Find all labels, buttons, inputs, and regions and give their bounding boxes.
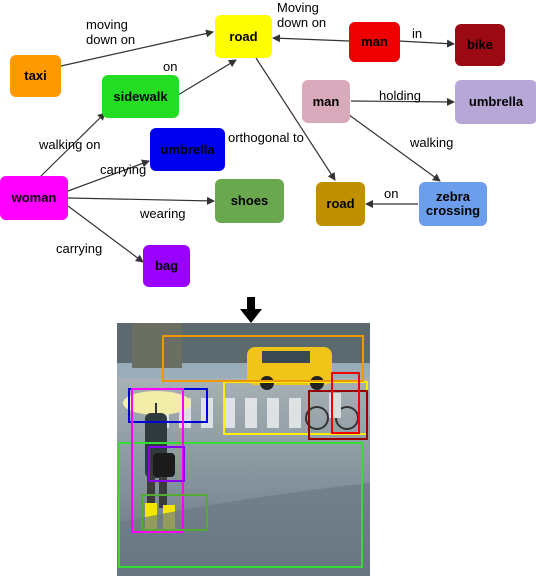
- edge-label-walking-on: walking on: [39, 137, 101, 152]
- edge-woman-sidewalk: [39, 112, 106, 178]
- edge-sidewalk-road: [177, 59, 237, 96]
- scene-graph: road man bike taxi sidewalk man umbrella…: [0, 0, 536, 287]
- edge-label-on-zebra: on: [384, 186, 399, 201]
- node-road-top: road: [215, 15, 272, 58]
- edge-road-road: [255, 57, 336, 181]
- node-bike: bike: [455, 24, 505, 66]
- box-man: [331, 372, 360, 434]
- box-bike: [308, 390, 368, 440]
- edge-label-holding: holding: [379, 88, 421, 103]
- street-photo-scene: [117, 323, 370, 576]
- edge-man-umbrella: [350, 97, 455, 106]
- edge-label-wearing: wearing: [140, 206, 186, 221]
- box-shoes: [141, 494, 208, 531]
- edge-label-walking: walking: [410, 135, 454, 150]
- node-man-right: man: [302, 80, 350, 123]
- node-bag: bag: [143, 245, 190, 287]
- box-bag: [148, 446, 185, 482]
- edge-man-road: [272, 34, 350, 43]
- node-zebra-crossing: zebra crossing: [419, 182, 487, 226]
- edge-label-on-sidewalk: on: [163, 59, 178, 74]
- edge-woman-umbrella: [67, 159, 150, 192]
- box-sidewalk: [118, 442, 363, 568]
- down-arrow-icon: [240, 297, 262, 323]
- edge-label-carrying-umbrella: carrying: [100, 162, 147, 177]
- edge-taxi-road: [60, 29, 214, 67]
- edge-label-moving-down-on-cap: Moving down on: [277, 0, 327, 30]
- node-umbrella-right: umbrella: [455, 80, 536, 124]
- node-sidewalk: sidewalk: [102, 75, 179, 118]
- edge-label-in: in: [412, 26, 423, 41]
- edge-woman-shoes: [67, 196, 215, 205]
- edge-label-orthogonal-to: orthogonal to: [228, 130, 304, 145]
- box-taxi: [162, 335, 364, 382]
- edge-man-zebra: [344, 111, 441, 182]
- node-road-right: road: [316, 182, 365, 226]
- edge-label-carrying-bag: carrying: [56, 241, 103, 256]
- scene-graph-edges: [39, 29, 455, 263]
- street-photo: [117, 323, 370, 576]
- edge-man-bike: [398, 39, 455, 48]
- node-umbrella-left: umbrella: [150, 128, 225, 171]
- node-woman: woman: [0, 176, 68, 220]
- node-taxi: taxi: [10, 55, 61, 97]
- node-shoes: shoes: [215, 179, 284, 223]
- edge-label-moving-down-on: moving down on: [86, 17, 136, 47]
- edge-woman-bag: [67, 205, 144, 263]
- node-man-top: man: [349, 22, 400, 62]
